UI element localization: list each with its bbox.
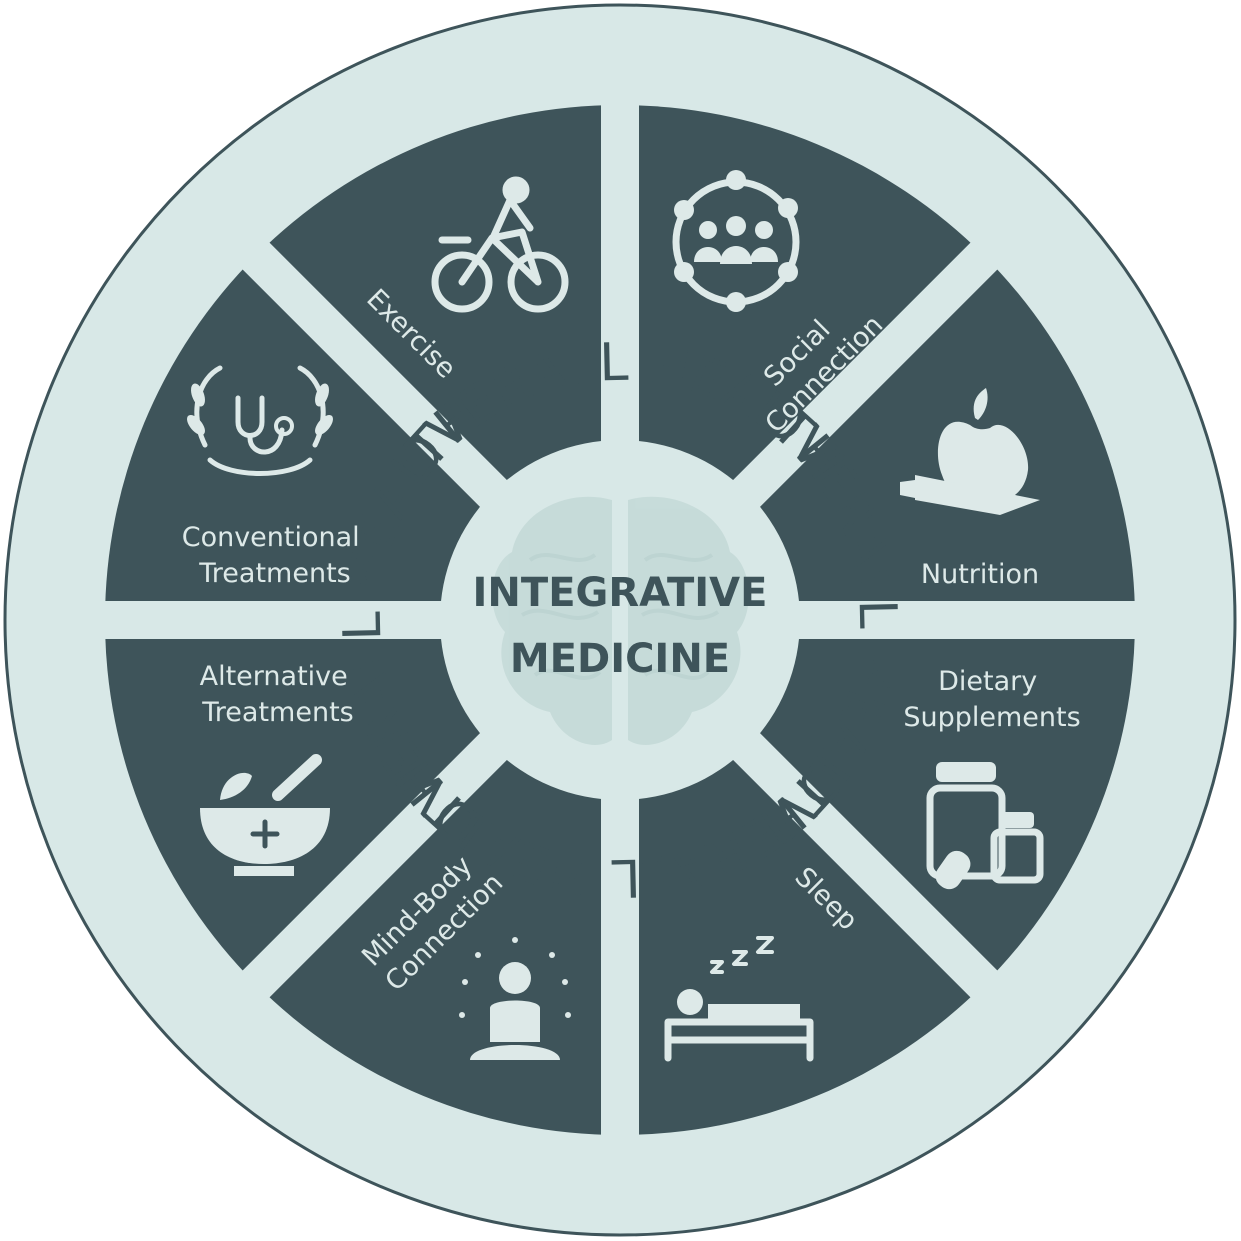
mortar-pestle-icon — [200, 754, 330, 876]
center-title-line1: INTEGRATIVE — [473, 570, 768, 616]
apple-carrot-icon — [900, 388, 1040, 515]
segment-label-nutrition: Nutrition — [921, 559, 1039, 590]
brain-icon — [492, 496, 749, 745]
stethoscope-laurel-icon — [187, 365, 333, 476]
pill-bottles-icon — [926, 762, 1044, 890]
segment-label-conventional-treatments: Conventional Treatments — [182, 522, 369, 589]
meditation-icon — [459, 937, 571, 1060]
sleeping-bed-icon — [664, 936, 814, 1062]
segment-label-dietary-supplements: Dietary Supplements — [903, 666, 1080, 733]
center-title-line2: MEDICINE — [510, 636, 730, 682]
social-network-icon — [672, 170, 800, 312]
segment-label-alternative-treatments: Alternative Treatments — [200, 661, 357, 728]
bicycle-icon — [431, 176, 569, 313]
center-circle — [440, 440, 800, 800]
